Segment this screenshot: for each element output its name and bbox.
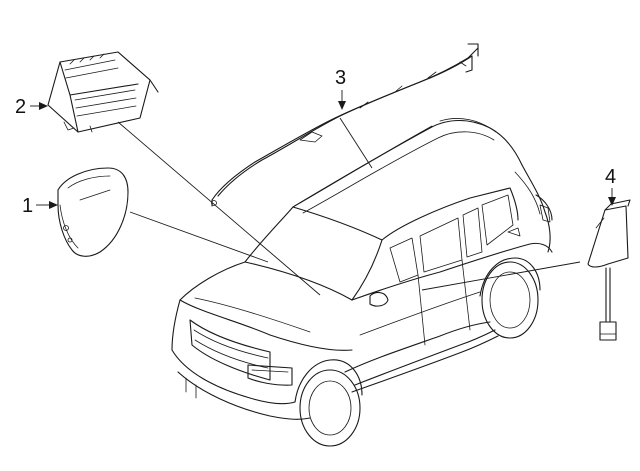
driver-airbag-module-icon: [57, 167, 129, 257]
passenger-airbag-module-icon: [47, 51, 159, 133]
callout-arrows: [30, 90, 616, 209]
side-airbag-module-icon: [587, 199, 631, 341]
leader-lines: [117, 117, 581, 296]
suv-vehicle-icon: [171, 118, 553, 447]
callout-number-4: 4: [605, 166, 617, 188]
callout-number-1: 1: [22, 195, 34, 217]
callout-number-3: 3: [335, 67, 347, 89]
callout-number-2: 2: [15, 96, 27, 118]
